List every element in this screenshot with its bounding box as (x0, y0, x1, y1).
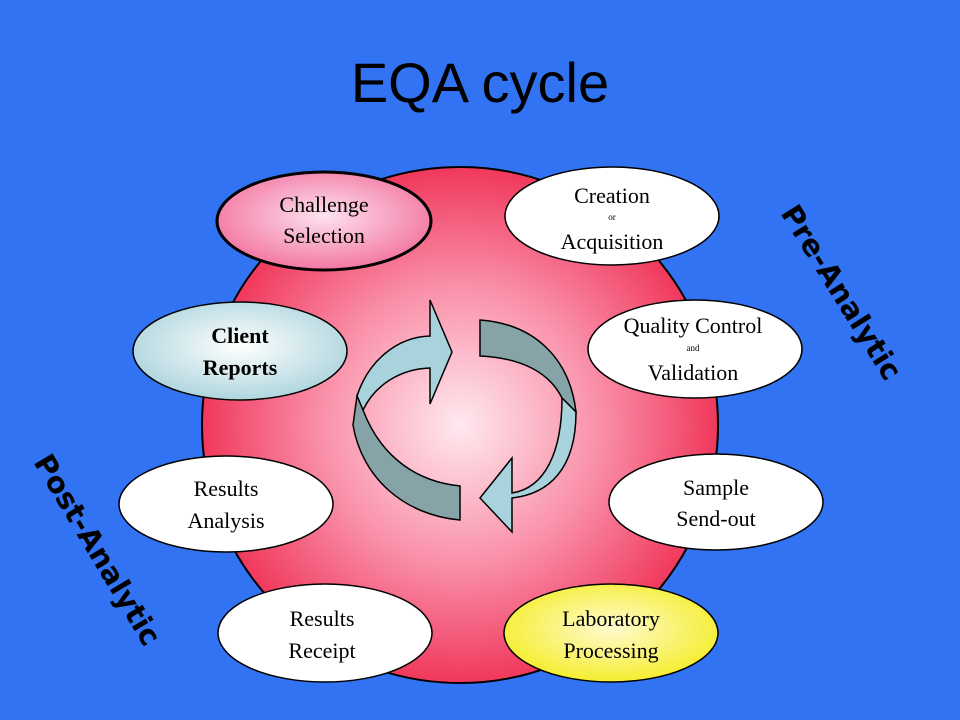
node-receipt-line2: Receipt (288, 638, 355, 663)
node-creation-line2: Acquisition (561, 229, 664, 254)
node-challenge-line2: Selection (283, 223, 365, 248)
node-creation-line1: Creation (574, 183, 650, 208)
node-client-reports[interactable]: Client Reports (132, 301, 348, 401)
node-quality-control[interactable]: Quality Control and Validation (587, 299, 803, 399)
node-receipt-line1: Results (290, 606, 355, 631)
node-reports-line2: Reports (203, 355, 278, 380)
cycle-background-circle (201, 166, 719, 684)
page-title: EQA cycle (350, 51, 610, 114)
node-quality-line1: Quality Control (624, 313, 763, 338)
node-laboratory-line2: Processing (563, 638, 658, 663)
node-analysis-line2: Analysis (188, 508, 265, 533)
node-sample-line2: Send-out (676, 506, 755, 531)
node-results-receipt[interactable]: Results Receipt (217, 583, 433, 683)
node-creation-acquisition[interactable]: Creation or Acquisition (504, 166, 720, 266)
node-reports-line1: Client (211, 323, 269, 348)
node-analysis-line1: Results (194, 476, 259, 501)
node-laboratory-processing[interactable]: Laboratory Processing (503, 583, 719, 683)
node-laboratory-line1: Laboratory (562, 606, 660, 631)
node-challenge-line1: Challenge (279, 192, 368, 217)
node-quality-line2: Validation (648, 360, 738, 385)
node-quality-connector: and (687, 343, 700, 353)
node-sample-send-out[interactable]: Sample Send-out (608, 453, 824, 551)
cycle-arrow-up-icon (352, 299, 461, 521)
node-sample-line1: Sample (683, 475, 749, 500)
cycle-arrow-down-icon (479, 319, 577, 534)
node-results-analysis[interactable]: Results Analysis (118, 455, 334, 553)
node-creation-connector: or (608, 212, 616, 222)
node-challenge-selection[interactable]: Challenge Selection (215, 170, 433, 272)
